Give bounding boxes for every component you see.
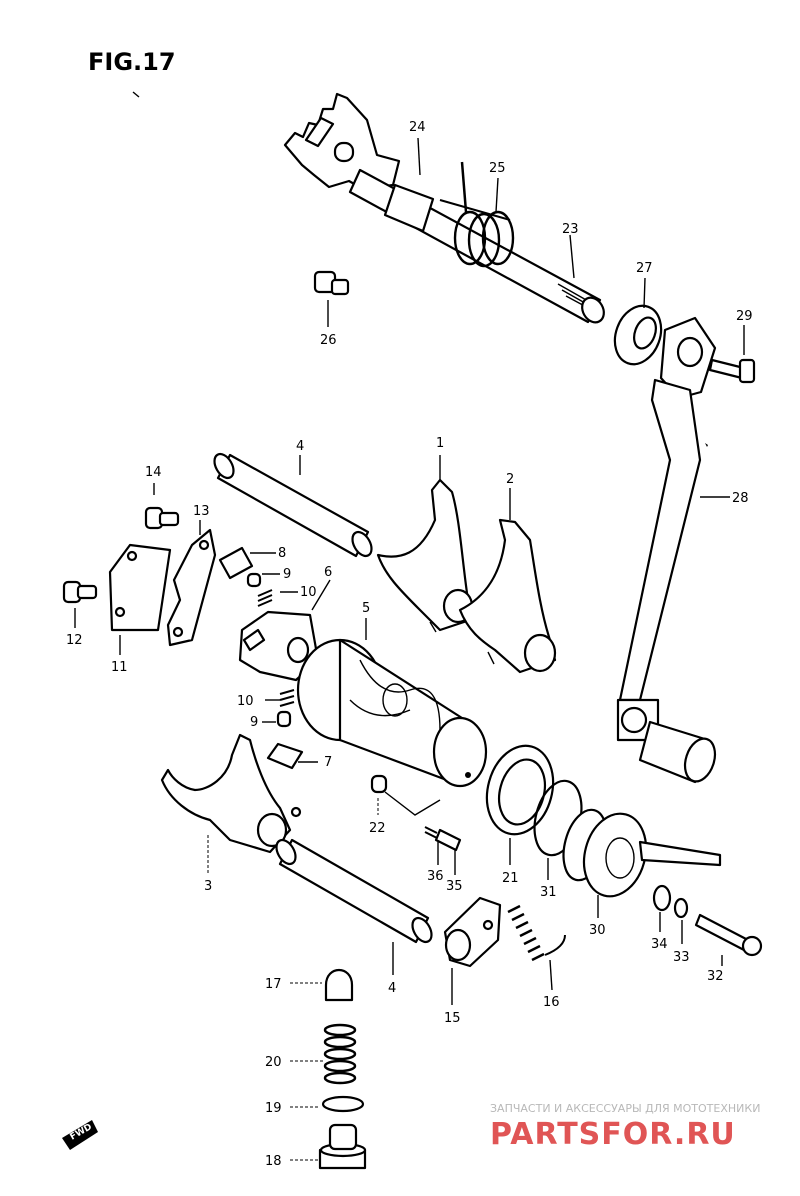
pin-22 [370,774,388,794]
callout-10-upper: 10 [300,585,317,600]
stray-dot [705,443,708,447]
figure-title: FIG.17 [88,48,176,76]
callout-17: 17 [265,977,282,992]
spring-20 [323,1023,357,1085]
shift-fork-2 [458,518,557,674]
shaft-plate-pin [333,141,355,163]
callout-7: 7 [324,755,332,770]
pin-9-lower [276,710,292,728]
washer-33 [673,897,689,919]
watermark-caption: ЗАПЧАСТИ И АКСЕССУАРЫ ДЛЯ МОТОТЕХНИКИ [490,1102,760,1115]
screw-32 [694,913,763,957]
washer-19 [321,1095,365,1113]
callout-31: 31 [540,885,557,900]
callout-26: 26 [320,333,337,348]
watermark-brand: PARTSFOR.RU [490,1117,736,1152]
callout-labels: 24 25 23 27 29 26 28 4 1 2 14 13 8 9 10 … [66,120,753,1169]
callout-34: 34 [651,937,668,952]
oil-seal-27 [613,304,663,366]
callout-25: 25 [489,161,506,176]
pin-8 [218,546,254,580]
callout-35: 35 [446,879,463,894]
callout-11: 11 [111,660,128,675]
cap-17 [324,969,354,1002]
callout-28: 28 [732,491,749,506]
contact-36-35 [384,791,462,852]
shift-shaft-rod [348,168,602,324]
callout-12: 12 [66,633,83,648]
stray-mark [132,91,140,98]
plug-bolt-18 [318,1123,367,1170]
callout-22: 22 [369,821,386,836]
leader-lines [74,137,745,1161]
forward-direction-badge: FWD [62,1120,98,1150]
gearshift-lever-28 [616,316,717,784]
callout-36: 36 [427,869,444,884]
gearshift-shaft-assembly [283,92,605,324]
callout-6: 6 [324,565,332,580]
stopper-plate-13 [166,528,217,647]
callout-33: 33 [673,950,690,965]
callout-9-upper: 9 [283,567,291,582]
shift-fork-3 [160,733,302,854]
callout-30: 30 [589,923,606,938]
pin-9-upper [246,572,262,588]
callout-10-lower: 10 [237,694,254,709]
spring-16 [507,904,566,962]
callout-1: 1 [436,436,444,451]
callout-9-lower: 9 [250,715,258,730]
shift-shaft-plate [283,92,401,191]
spring-10-upper [257,589,273,607]
callout-27: 27 [636,261,653,276]
fork-shaft-4-lower [275,838,433,944]
stopper-plate-11 [108,543,172,632]
callout-15: 15 [444,1011,461,1026]
callout-21: 21 [502,871,519,886]
callout-19: 19 [265,1101,282,1116]
bolt-26 [313,270,350,296]
spring-10-lower [279,689,295,707]
gearshift-cam-5 [296,638,488,788]
callout-14: 14 [145,465,162,480]
bolt-14 [144,506,180,530]
callout-2: 2 [506,472,514,487]
bolt-29 [708,358,756,384]
callout-32: 32 [707,969,724,984]
callout-3: 3 [204,879,212,894]
shaft-plate-slot [304,116,335,148]
callout-29: 29 [736,309,753,324]
pin-7 [266,742,304,770]
cam-guide-plate-15 [443,896,502,968]
watermark: ЗАПЧАСТИ И АКСЕССУАРЫ ДЛЯ МОТОТЕХНИКИ PA… [490,1102,760,1152]
callout-23: 23 [562,222,579,237]
callout-18: 18 [265,1154,282,1169]
return-spring-25 [439,161,515,268]
fork-shaft-4-upper [213,452,373,558]
callout-20: 20 [265,1055,282,1070]
callout-24: 24 [409,120,426,135]
shaft-collar [383,183,435,233]
shift-fork-1 [376,478,474,633]
shaft-end [581,296,605,324]
callout-5: 5 [362,601,370,616]
cam-stopper-6 [238,610,320,682]
callout-4-upper: 4 [296,439,304,454]
bolt-12 [62,580,98,604]
neutral-switch-30 [562,808,722,898]
callout-13: 13 [193,504,210,519]
callout-8: 8 [278,546,286,561]
callout-4-lower: 4 [388,981,396,996]
washer-34 [652,884,672,912]
washer-21 [485,744,555,836]
callout-16: 16 [543,995,560,1010]
